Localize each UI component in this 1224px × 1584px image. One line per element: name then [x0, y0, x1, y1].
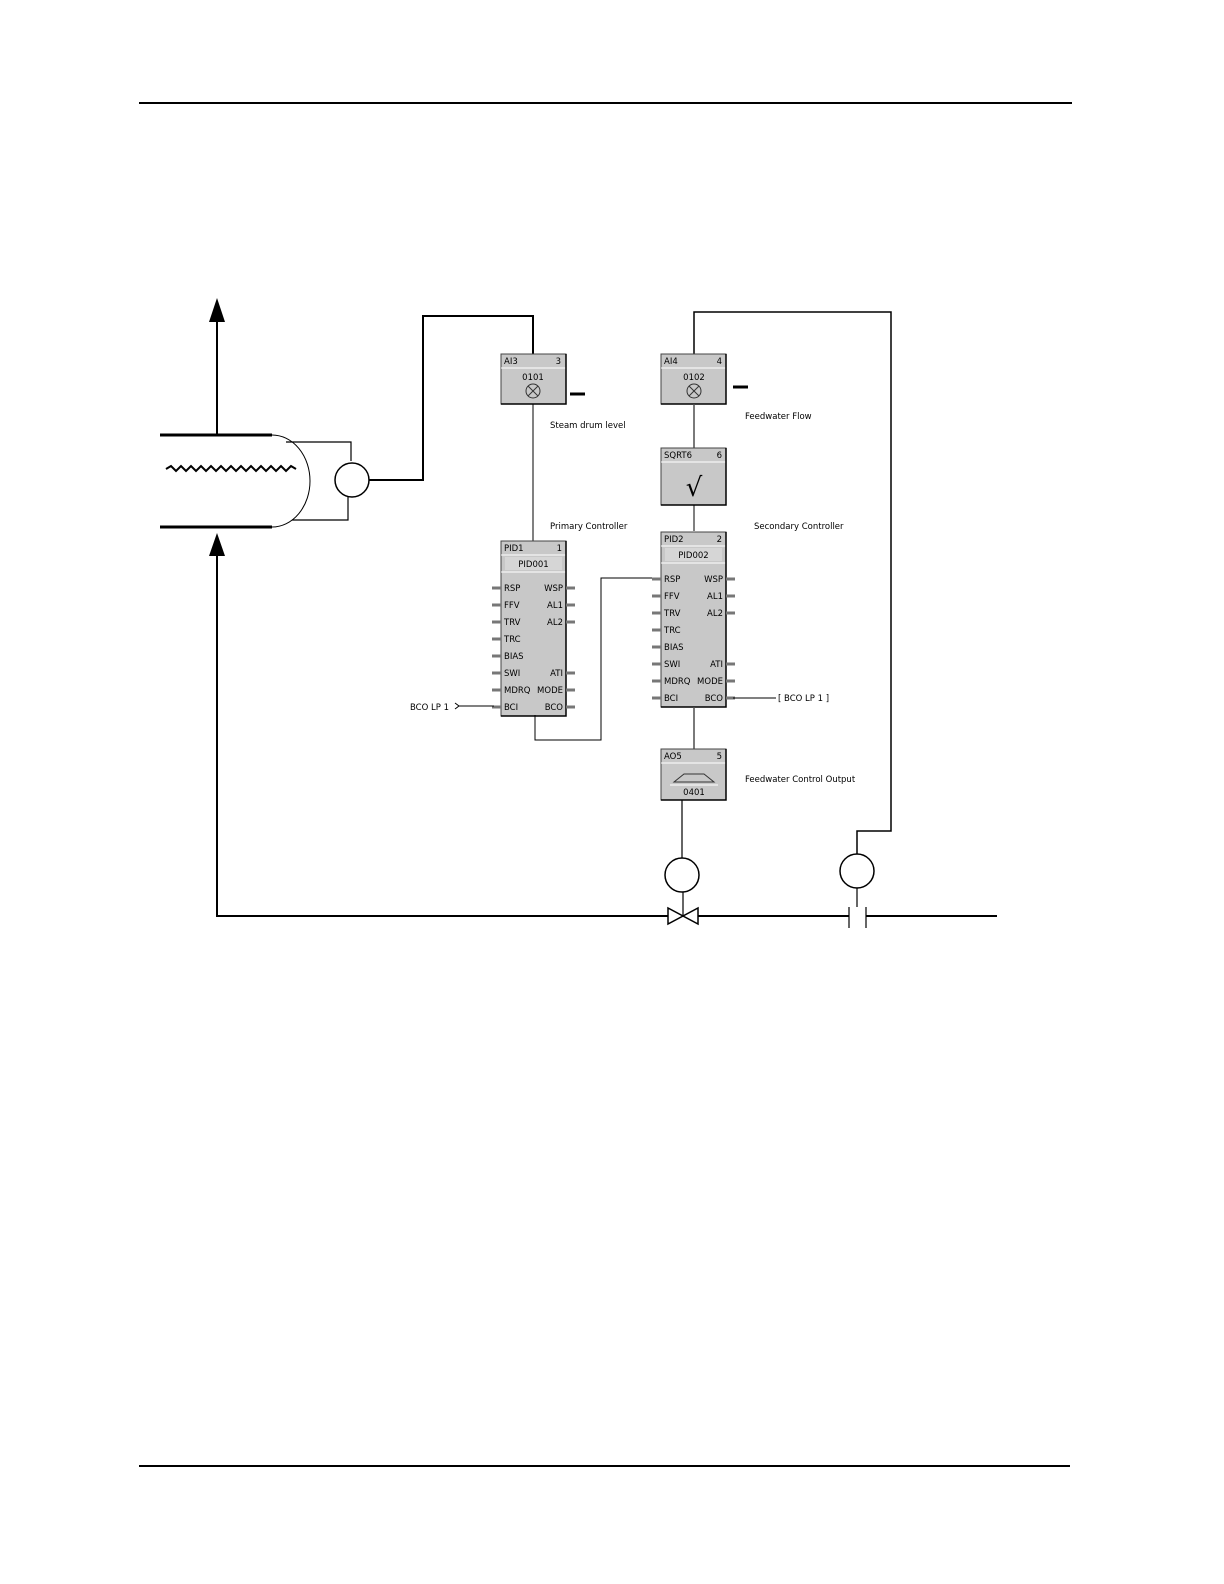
sqrt6-number: 6: [717, 451, 722, 461]
valve-actuator-circle: [664, 857, 700, 893]
ai3-name: AI3: [504, 357, 518, 367]
feedwater-inlet-pipe: [209, 533, 668, 917]
pid1-output-label: MODE: [537, 686, 563, 696]
ao5-number: 5: [717, 752, 722, 762]
pid1-input-label: RSP: [504, 584, 520, 594]
ai3-block[interactable]: AI3 3 0101: [500, 353, 585, 405]
sqrt6-block[interactable]: SQRT6 6 √: [660, 447, 727, 506]
pid1-number: 1: [557, 544, 562, 554]
pid2-output-label: ATI: [710, 660, 723, 670]
pid2-input-label: RSP: [664, 575, 680, 585]
steam-drum: [160, 433, 311, 529]
label-feedwater-control-output: Feedwater Control Output: [745, 775, 856, 785]
ai3-number: 3: [556, 357, 561, 367]
pid1-input-label: MDRQ: [504, 686, 531, 696]
pid2-input-label: TRC: [663, 626, 681, 636]
ai3-tag: 0101: [522, 373, 544, 383]
level-signal-wire: [369, 315, 534, 481]
flow-transmitter-circle: [839, 853, 875, 889]
label-bco-out: [ BCO LP 1 ]: [778, 694, 829, 704]
pid2-name: PID2: [664, 535, 684, 545]
ai4-sensor-icon: [686, 383, 702, 399]
pid1-output-label: BCO: [545, 703, 564, 713]
analog-output-icon: [672, 773, 716, 783]
pid2-output-label: MODE: [697, 677, 723, 687]
ai3-sensor-icon: [525, 383, 541, 399]
pid1-input-label: SWI: [504, 669, 520, 679]
ao5-name: AO5: [664, 752, 682, 762]
pid1-output-label: AL1: [547, 601, 563, 611]
pid1-input-label: TRV: [503, 618, 521, 628]
pid1-tag: PID001: [518, 560, 548, 570]
pid2-output-label: AL1: [707, 592, 723, 602]
ai4-number: 4: [717, 357, 722, 367]
pid2-input-label: FFV: [664, 592, 680, 602]
ai4-block[interactable]: AI4 4 0102: [660, 353, 748, 405]
pid2-number: 2: [717, 535, 722, 545]
level-tap-bottom: [292, 497, 349, 521]
sqrt6-name: SQRT6: [664, 451, 692, 461]
label-bco-in: BCO LP 1: [410, 703, 449, 713]
pid2-output-label: BCO: [705, 694, 724, 704]
flow-signal-wire: [693, 311, 892, 854]
water-level-line: [165, 464, 297, 473]
pid1-output-to-pid2-rsp-wire: [534, 577, 652, 741]
pid1-name: PID1: [504, 544, 524, 554]
pid2-tag: PID002: [678, 551, 708, 561]
ao5-block[interactable]: AO5 5 0401: [660, 748, 727, 801]
pid1-input-label: TRC: [503, 635, 521, 645]
pid2-input-label: TRV: [663, 609, 681, 619]
pid1-output-label: AL2: [547, 618, 563, 628]
sqrt-icon: √: [686, 473, 703, 503]
pid2-output-label: WSP: [704, 575, 723, 585]
pid2-output-label: AL2: [707, 609, 723, 619]
pid2-input-label: MDRQ: [664, 677, 691, 687]
pid1-output-label: WSP: [544, 584, 563, 594]
pid1-input-label: BCI: [504, 703, 518, 713]
label-steam-drum-level: Steam drum level: [550, 421, 626, 431]
steam-outlet-pipe: [209, 298, 225, 435]
level-transmitter-circle: [334, 462, 370, 498]
pid1-input-label: BIAS: [504, 652, 524, 662]
pid2-input-label: BIAS: [664, 643, 684, 653]
control-valve: [667, 892, 699, 926]
pid1-input-label: FFV: [504, 601, 520, 611]
bco-in-arrow-icon: [454, 702, 460, 710]
pid2-input-label: SWI: [664, 660, 680, 670]
pid1-output-label: ATI: [550, 669, 563, 679]
ao5-tag: 0401: [683, 788, 705, 798]
label-primary-controller: Primary Controller: [550, 522, 628, 532]
label-feedwater-flow: Feedwater Flow: [745, 412, 812, 422]
ai4-name: AI4: [664, 357, 678, 367]
ai4-tag: 0102: [683, 373, 705, 383]
level-tap-top: [286, 441, 352, 461]
pid2-input-label: BCI: [664, 694, 678, 704]
label-secondary-controller: Secondary Controller: [754, 522, 844, 532]
